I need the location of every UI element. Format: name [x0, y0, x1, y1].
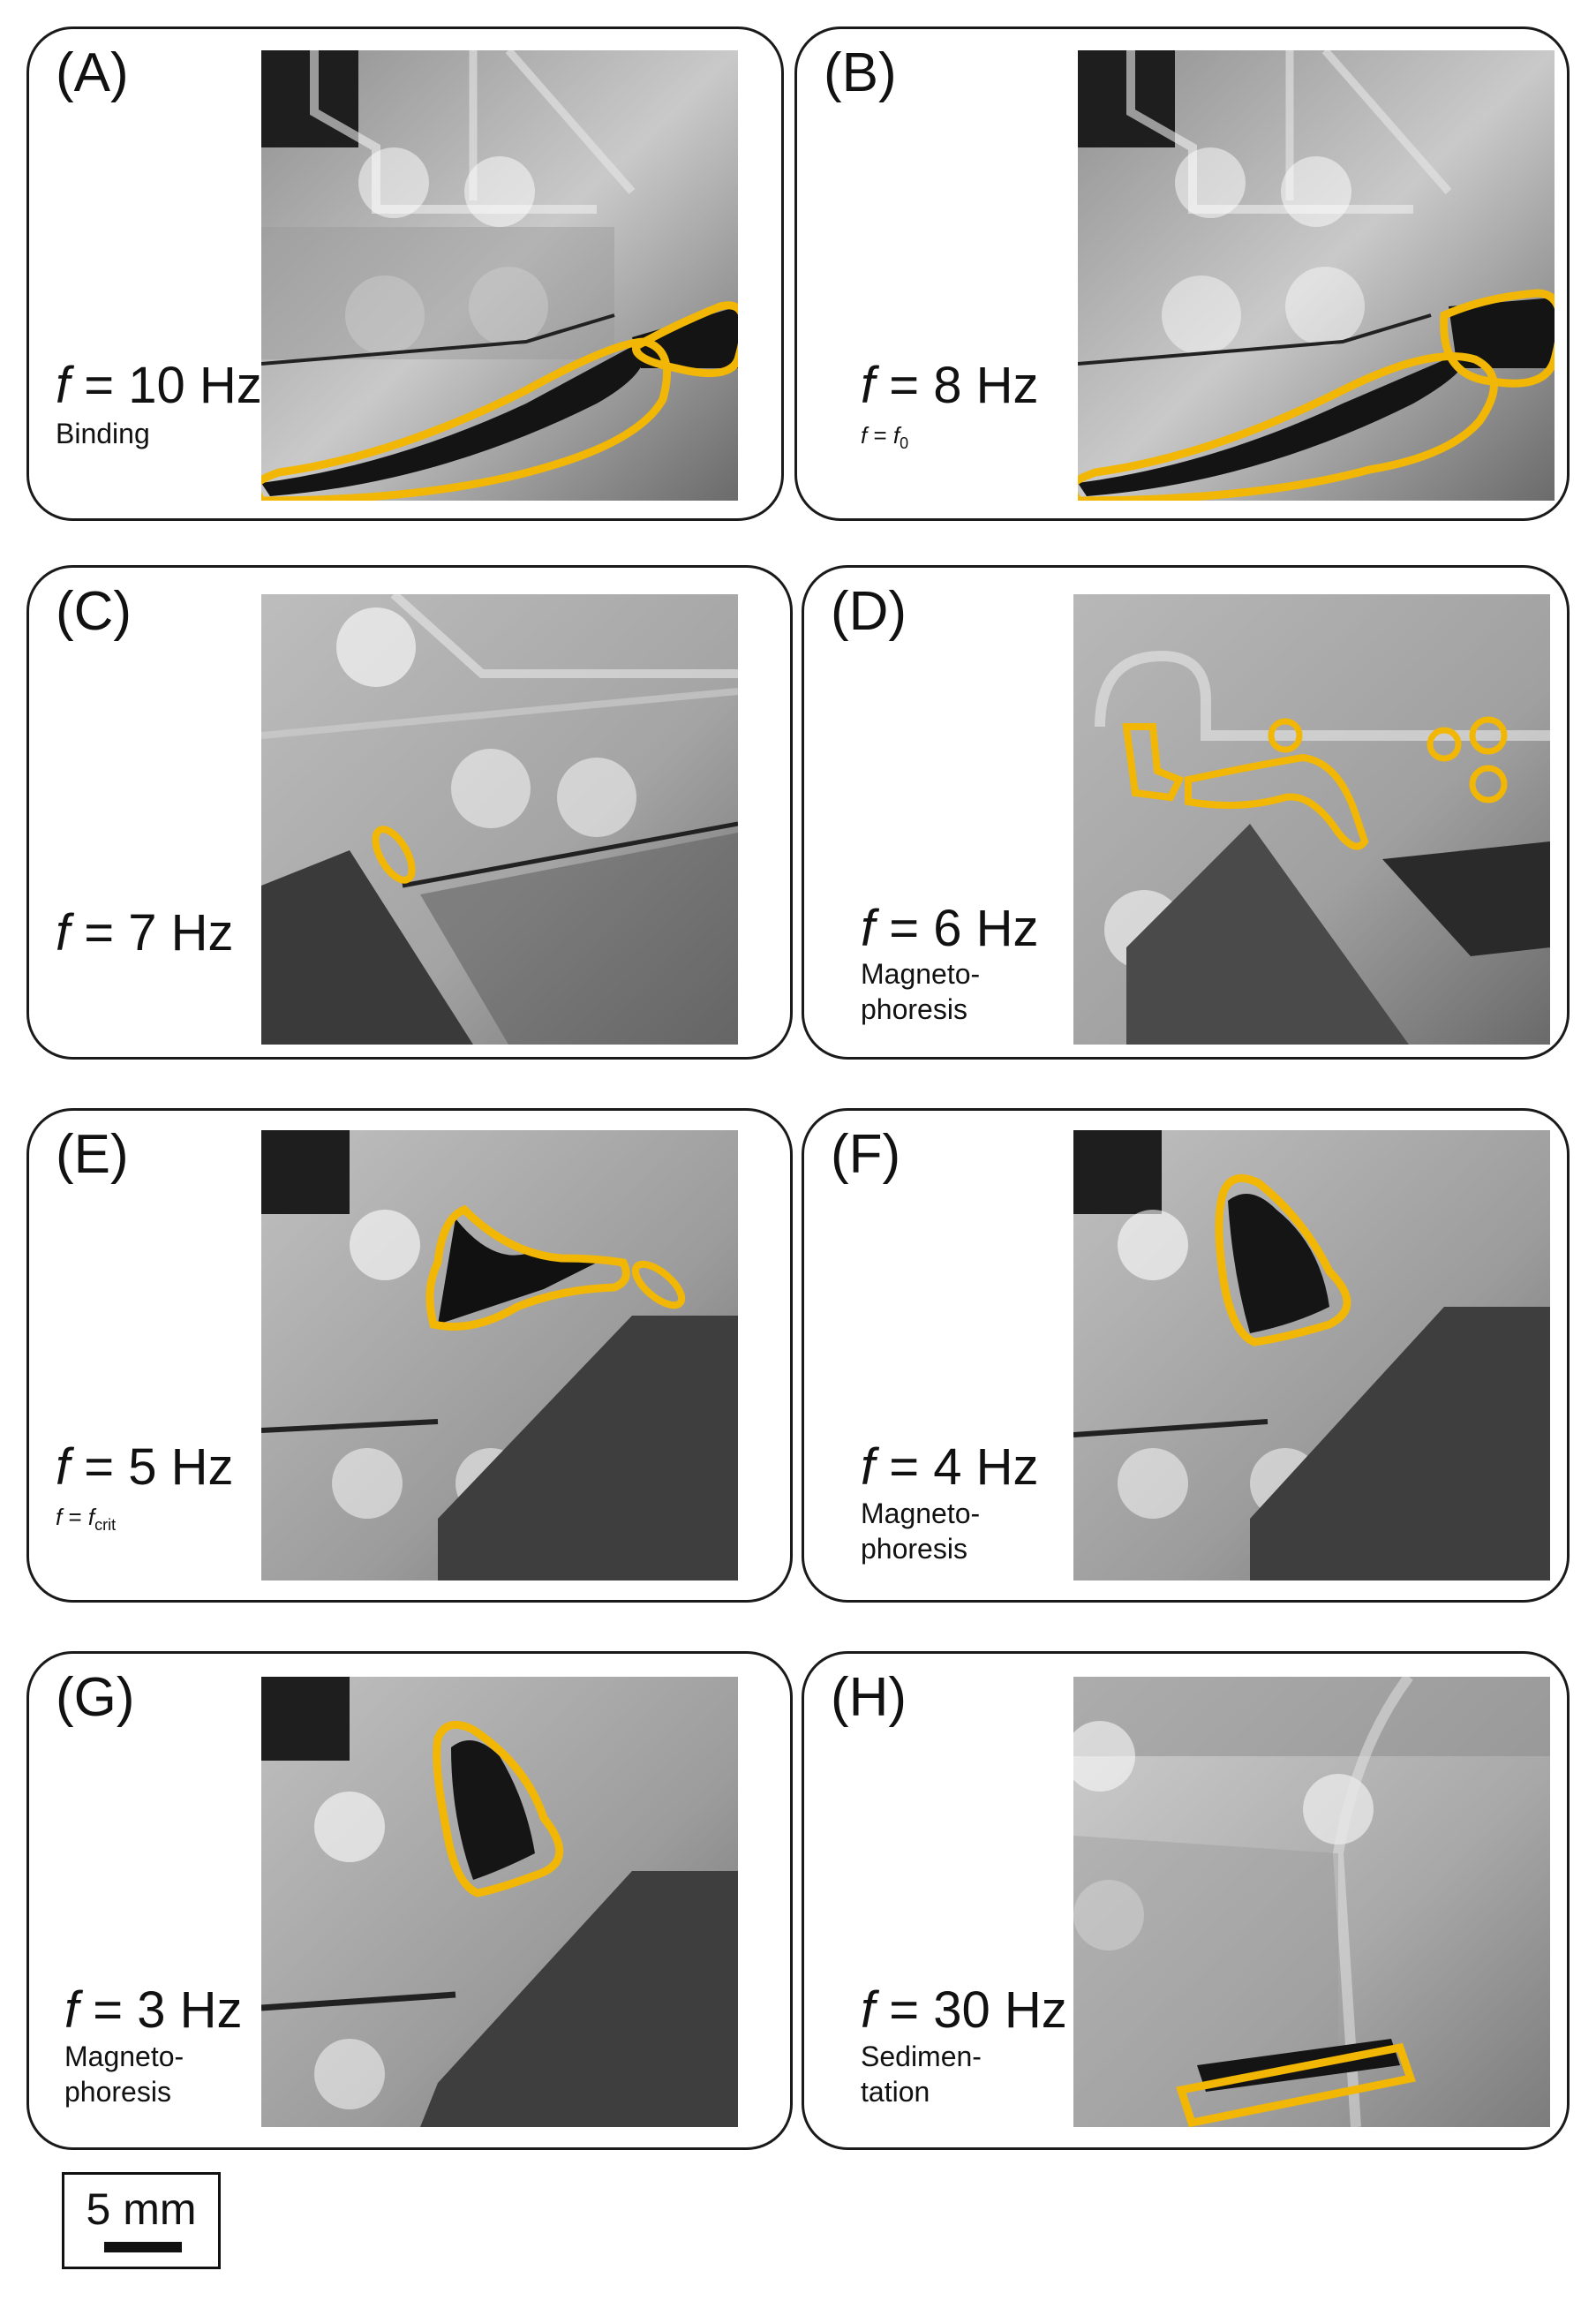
micrograph	[261, 50, 738, 501]
frequency-label: f = 10 Hz	[56, 357, 262, 414]
panel-label: (A)	[56, 42, 129, 103]
frequency-label: f = 6 Hz	[861, 900, 1039, 957]
panel-h: (H) f = 30 Hz Sedimen- tation	[802, 1651, 1570, 2150]
regime-note: f = fcrit	[56, 1504, 117, 1535]
regime-note: Binding	[56, 418, 150, 449]
panel-label: (F)	[831, 1124, 901, 1185]
panel-g: (G) f = 3 Hz Magneto- phoresis	[26, 1651, 793, 2150]
panel-label: (E)	[56, 1124, 129, 1185]
regime-note: Magneto- phoresis	[861, 1498, 981, 1565]
panel-label: (G)	[56, 1667, 135, 1728]
panel-d: (D) f = 6 Hz Magneto- phoresis	[802, 565, 1570, 1060]
regime-note: Magneto- phoresis	[64, 2041, 184, 2108]
panel-label: (H)	[831, 1667, 907, 1728]
panel-b: (B) f = 8 Hz f = f0	[794, 26, 1570, 521]
regime-note: Sedimen- tation	[861, 2041, 982, 2108]
regime-note: f = f0	[861, 422, 909, 453]
scale-bar: 5 mm	[62, 2172, 221, 2269]
panel-a: (A) f = 10 Hz Binding	[26, 26, 784, 521]
panel-label: (C)	[56, 581, 132, 642]
micrograph	[261, 594, 738, 1045]
regime-note: Magneto- phoresis	[861, 958, 981, 1025]
micrograph	[261, 1677, 738, 2127]
scale-bar-line	[104, 2242, 182, 2252]
panel-f: (F) f = 4 Hz Magneto- phoresis	[802, 1108, 1570, 1603]
panel-label: (B)	[824, 42, 897, 103]
frequency-label: f = 30 Hz	[861, 1981, 1067, 2039]
panel-label: (D)	[831, 581, 907, 642]
micrograph	[1078, 50, 1555, 501]
frequency-label: f = 7 Hz	[56, 904, 234, 962]
scale-bar-label: 5 mm	[86, 2184, 197, 2234]
micrograph	[1073, 1677, 1550, 2127]
micrograph	[1073, 1130, 1550, 1581]
panel-c: (C) f = 7 Hz	[26, 565, 793, 1060]
frequency-label: f = 4 Hz	[861, 1438, 1039, 1496]
frequency-label: f = 3 Hz	[64, 1981, 243, 2039]
frequency-label: f = 5 Hz	[56, 1438, 234, 1496]
micrograph	[1073, 594, 1550, 1045]
panel-e: (E) f = 5 Hz f = fcrit	[26, 1108, 793, 1603]
frequency-label: f = 8 Hz	[861, 357, 1039, 414]
micrograph	[261, 1130, 738, 1581]
